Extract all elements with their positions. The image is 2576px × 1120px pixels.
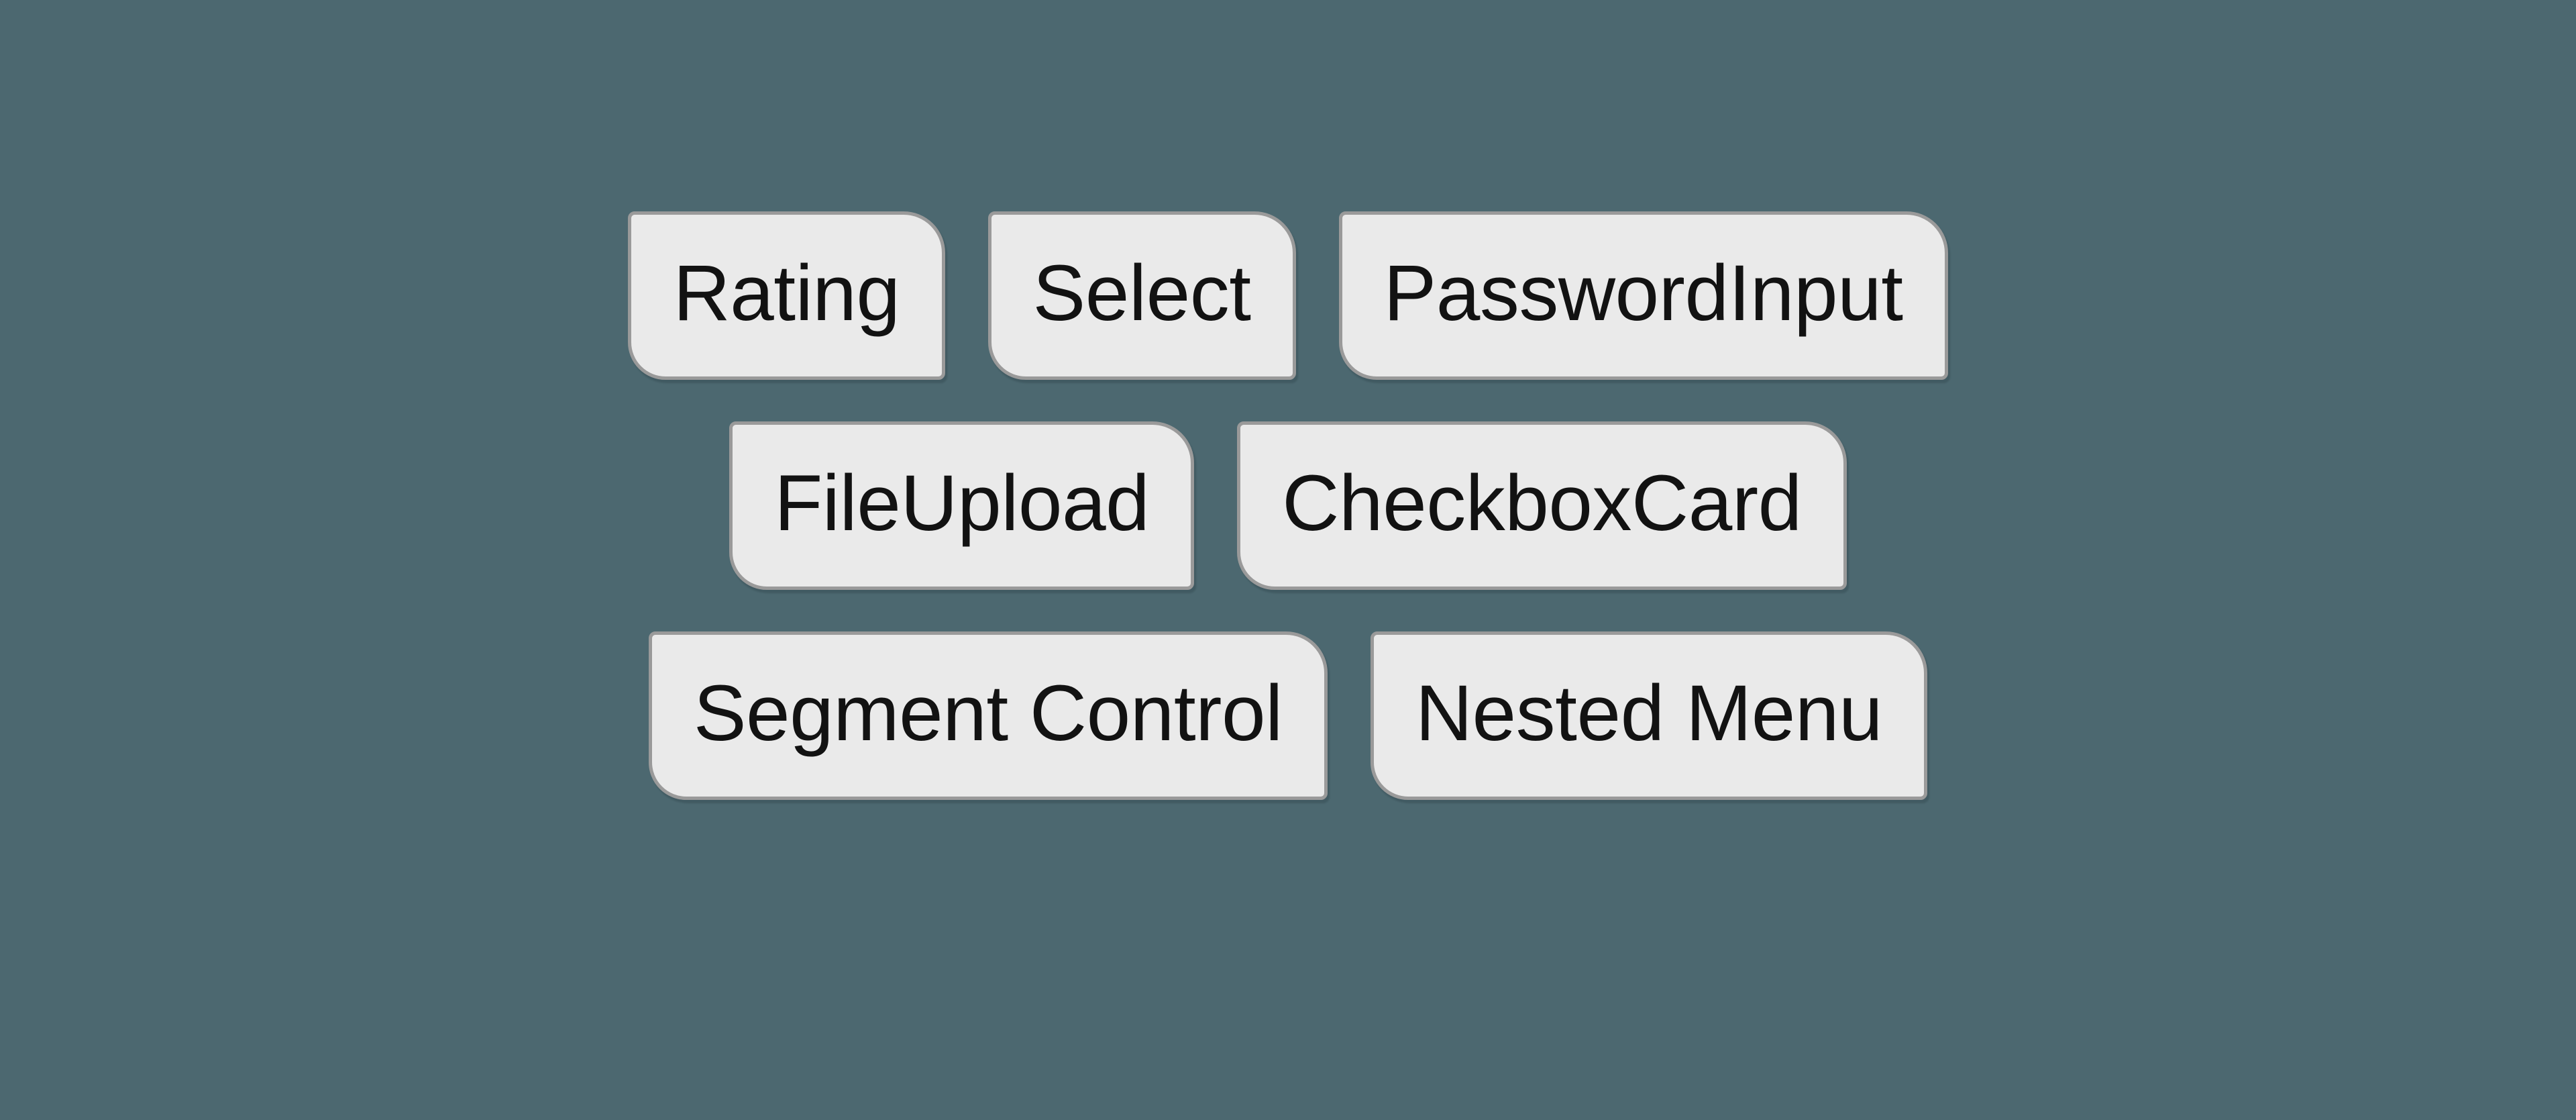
chip-label: Segment Control	[693, 668, 1283, 758]
chip-label: Select	[1032, 248, 1251, 338]
chip-rating[interactable]: Rating	[628, 211, 945, 380]
chip-fileupload[interactable]: FileUpload	[729, 421, 1195, 590]
chip-label: Nested Menu	[1415, 668, 1883, 758]
chip-label: PasswordInput	[1383, 248, 1904, 338]
chip-select[interactable]: Select	[987, 211, 1296, 380]
chip-passwordinput[interactable]: PasswordInput	[1338, 211, 1948, 380]
chip-nested-menu[interactable]: Nested Menu	[1370, 631, 1928, 800]
chip-grid: Rating Select PasswordInput FileUpload C…	[0, 211, 2576, 800]
chip-checkboxcard[interactable]: CheckboxCard	[1237, 421, 1847, 590]
chip-label: Rating	[673, 248, 900, 338]
chip-segment-control[interactable]: Segment Control	[648, 631, 1328, 800]
chip-row-1: Rating Select PasswordInput	[628, 211, 1948, 380]
chip-label: FileUpload	[774, 458, 1150, 548]
chip-row-3: Segment Control Nested Menu	[648, 631, 1928, 800]
chip-row-2: FileUpload CheckboxCard	[729, 421, 1847, 590]
chip-label: CheckboxCard	[1282, 458, 1802, 548]
